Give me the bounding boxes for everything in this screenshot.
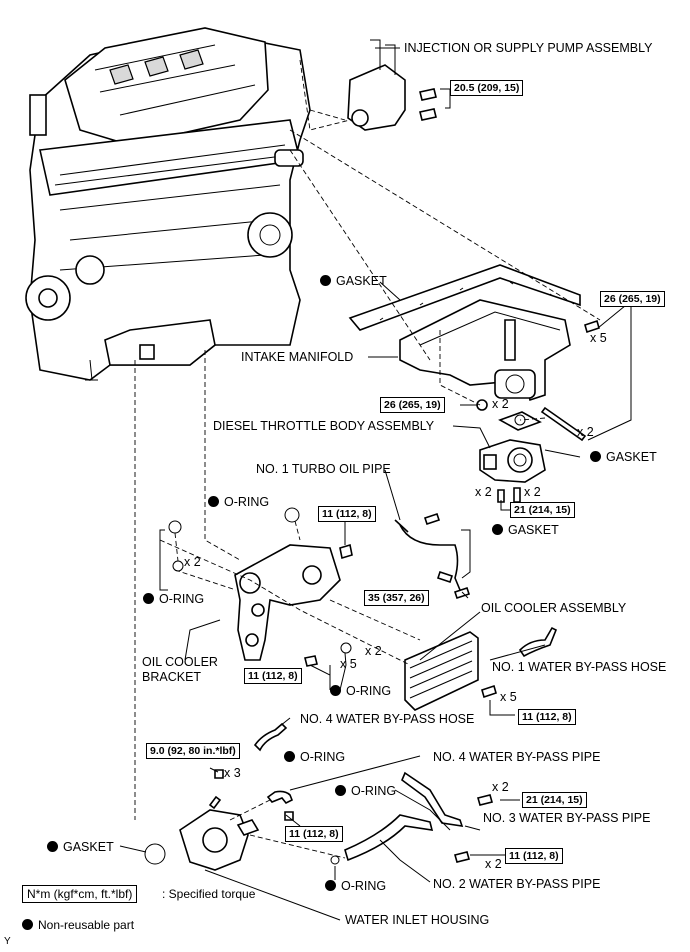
nonreusable-icon xyxy=(284,751,295,762)
torque-throttle: 21 (214, 15) xyxy=(510,502,575,518)
torque-pipe2: 11 (112, 8) xyxy=(505,848,563,864)
label-oring-left: O-RING xyxy=(143,592,204,606)
intake-manifold-drawing xyxy=(399,299,571,402)
qty-oring-left: x 2 xyxy=(184,555,201,569)
label-gasket-housing: GASKET xyxy=(47,840,114,854)
label-gasket-throttle: GASKET xyxy=(590,450,657,464)
label-no1-water-bypass-hose: NO. 1 WATER BY-PASS HOSE xyxy=(492,660,667,674)
torque-pipe3: 21 (214, 15) xyxy=(522,792,587,808)
label-no4-water-bypass-hose: NO. 4 WATER BY-PASS HOSE xyxy=(300,712,475,726)
torque-bracket-top: 11 (112, 8) xyxy=(318,506,376,522)
label-oil-cooler-bracket-line2: BRACKET xyxy=(142,670,202,684)
label-no2-water-bypass-pipe: NO. 2 WATER BY-PASS PIPE xyxy=(433,877,601,891)
torque-manifold-bolt: 26 (265, 19) xyxy=(600,291,665,307)
nonreusable-icon xyxy=(47,841,58,852)
qty-manifold-stud: x 2 xyxy=(577,425,594,439)
qty-pipe2: x 2 xyxy=(485,857,502,871)
label-gasket-manifold: GASKET xyxy=(320,274,387,288)
torque-pipe4: 11 (112, 8) xyxy=(285,826,343,842)
injection-pump-drawing xyxy=(299,39,437,131)
nonreusable-icon xyxy=(208,496,219,507)
qty-throttle-right: x 2 xyxy=(524,485,541,499)
qty-housing: x 3 xyxy=(224,766,241,780)
torque-turbo: 35 (357, 26) xyxy=(364,590,429,606)
torque-housing: 9.0 (92, 80 in.*lbf) xyxy=(146,743,240,759)
nonreusable-icon xyxy=(22,919,33,930)
torque-cooler: 11 (112, 8) xyxy=(518,709,576,725)
label-oil-cooler-assembly: OIL COOLER ASSEMBLY xyxy=(481,601,627,615)
engine-block-drawing xyxy=(25,27,311,381)
nonreusable-icon xyxy=(492,524,503,535)
qty-bracket-oring: x 2 xyxy=(365,644,382,658)
label-oring-bracket: O-RING xyxy=(330,684,391,698)
label-intake-manifold: INTAKE MANIFOLD xyxy=(241,350,354,364)
qty-cooler: x 5 xyxy=(500,690,517,704)
torque-pump: 20.5 (209, 15) xyxy=(450,80,524,96)
manifold-gasket-drawing xyxy=(348,264,581,331)
label-oring-bottom: O-RING xyxy=(325,879,386,893)
qty-manifold-nut: x 2 xyxy=(492,397,509,411)
legend-nonreusable: Non-reusable part xyxy=(22,918,134,932)
qty-bracket-bolt: x 5 xyxy=(340,657,357,671)
qty-manifold-bolt: x 5 xyxy=(590,331,607,345)
legend-torque-desc: : Specified torque xyxy=(162,887,256,901)
label-water-inlet-housing: WATER INLET HOUSING xyxy=(345,913,490,927)
turbo-oil-pipe-drawing xyxy=(394,512,471,600)
nonreusable-icon xyxy=(590,451,601,462)
label-no3-water-bypass-pipe: NO. 3 WATER BY-PASS PIPE xyxy=(483,811,651,825)
nonreusable-icon xyxy=(325,880,336,891)
oil-cooler-drawing xyxy=(404,631,497,711)
label-oring-top: O-RING xyxy=(208,495,269,509)
nonreusable-icon xyxy=(320,275,331,286)
label-injection-pump: INJECTION OR SUPPLY PUMP ASSEMBLY xyxy=(404,41,653,55)
torque-manifold-nut: 26 (265, 19) xyxy=(380,397,445,413)
label-gasket-turbo: GASKET xyxy=(492,523,559,537)
label-oring-hose4: O-RING xyxy=(284,750,345,764)
nonreusable-icon xyxy=(143,593,154,604)
qty-pipe3: x 2 xyxy=(492,780,509,794)
legend-torque-box: N*m (kgf*cm, ft.*lbf) xyxy=(22,885,138,903)
qty-throttle-left: x 2 xyxy=(475,485,492,499)
oil-cooler-bracket-drawing xyxy=(234,543,353,667)
label-no4-water-bypass-pipe: NO. 4 WATER BY-PASS PIPE xyxy=(433,750,601,764)
nonreusable-icon xyxy=(330,685,341,696)
torque-bracket-bottom: 11 (112, 8) xyxy=(244,668,302,684)
throttle-body-drawing xyxy=(479,439,546,503)
label-oil-cooler-bracket-line1: OIL COOLER xyxy=(142,655,218,669)
label-turbo-oil-pipe: NO. 1 TURBO OIL PIPE xyxy=(256,462,391,476)
nonreusable-icon xyxy=(335,785,346,796)
water-inlet-housing-drawing xyxy=(144,769,260,871)
label-oring-pipe3: O-RING xyxy=(335,784,396,798)
corner-mark: Y xyxy=(4,936,11,947)
label-throttle-body: DIESEL THROTTLE BODY ASSEMBLY xyxy=(213,419,435,433)
